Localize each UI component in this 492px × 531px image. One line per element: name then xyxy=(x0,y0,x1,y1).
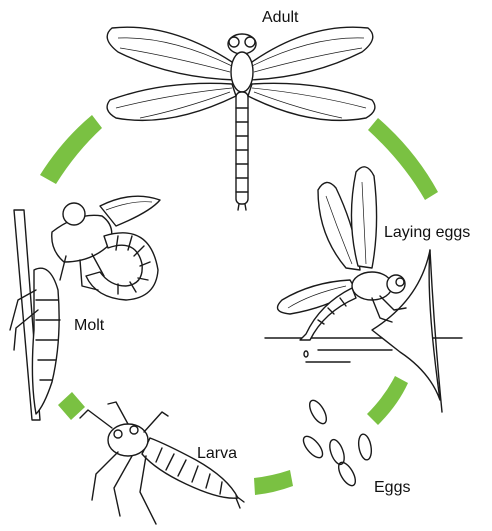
label-adult: Adult xyxy=(262,9,299,26)
cycle-arrow-right xyxy=(367,376,408,425)
label-molt: Molt xyxy=(74,317,105,334)
label-laying-eggs: Laying eggs xyxy=(384,224,470,241)
molting-dragonfly-icon xyxy=(10,196,160,420)
cycle-arrow-top-right xyxy=(368,118,438,200)
cycle-arrow-top-left xyxy=(40,115,102,184)
cycle-arrow-left xyxy=(58,392,85,420)
cycle-arrow-bottom xyxy=(254,470,293,495)
label-eggs: Eggs xyxy=(374,479,410,496)
label-larva: Larva xyxy=(197,445,237,462)
dragonfly-adult-icon xyxy=(107,27,375,210)
eggs-icon xyxy=(300,398,373,489)
dragonfly-laying-eggs-icon xyxy=(265,167,462,412)
larva-icon xyxy=(80,402,244,524)
